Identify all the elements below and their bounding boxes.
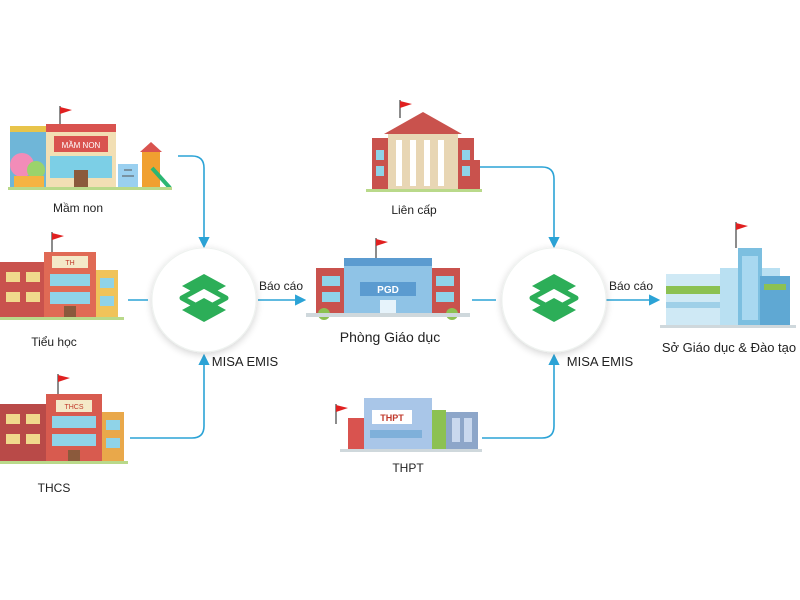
misa-emis-logo-icon <box>179 274 229 322</box>
upper-secondary-building: THPT <box>335 398 482 452</box>
flag-icon <box>736 223 748 230</box>
arrow-thcs-to-emis <box>130 353 210 439</box>
arrow-lien-cap-to-emis <box>480 166 560 249</box>
node-label-phong-gd: Phòng Giáo dục <box>340 329 440 345</box>
node-label-lien-cap: Liên cấp <box>391 203 437 217</box>
node-label-tieu-hoc: Tiểu học <box>31 335 77 349</box>
provincial-department-building <box>660 222 796 328</box>
flag-icon <box>58 375 70 382</box>
node-label-thpt: THPT <box>392 461 424 475</box>
node-label-emis-left: MISA EMIS <box>212 354 279 369</box>
edge-label-report-right: Báo cáo <box>609 279 653 293</box>
emis-hub-right <box>501 247 607 353</box>
node-label-so-gd: Sở Giáo dục & Đào tạo <box>662 340 796 355</box>
kindergarten-building: MẦM NON <box>8 106 172 190</box>
primary-school-building: TH <box>0 232 124 320</box>
arrow-mam-non-to-emis <box>178 155 210 249</box>
district-office-building: PGD <box>306 238 470 320</box>
node-label-mam-non: Mầm non <box>53 201 103 215</box>
node-label-thcs: THCS <box>38 481 71 495</box>
kindergarten-sign: MẦM NON <box>62 140 101 150</box>
misa-emis-logo-icon <box>529 274 579 322</box>
flag-icon <box>60 107 72 114</box>
emis-hub-left <box>151 247 257 353</box>
flag-icon <box>376 239 388 246</box>
primary-school-sign: TH <box>65 260 74 267</box>
combined-school-building <box>366 100 482 192</box>
upper-secondary-sign: THPT <box>380 413 404 423</box>
district-office-sign: PGD <box>377 285 399 296</box>
lower-secondary-building: THCS <box>0 374 128 464</box>
flag-icon <box>336 405 348 412</box>
lower-secondary-sign: THCS <box>64 404 83 411</box>
flag-icon <box>52 233 64 240</box>
connectors <box>128 155 661 439</box>
edge-label-report-left: Báo cáo <box>259 279 303 293</box>
flag-icon <box>400 101 412 108</box>
node-label-emis-right: MISA EMIS <box>567 354 634 369</box>
arrow-thpt-to-emis <box>482 353 560 439</box>
